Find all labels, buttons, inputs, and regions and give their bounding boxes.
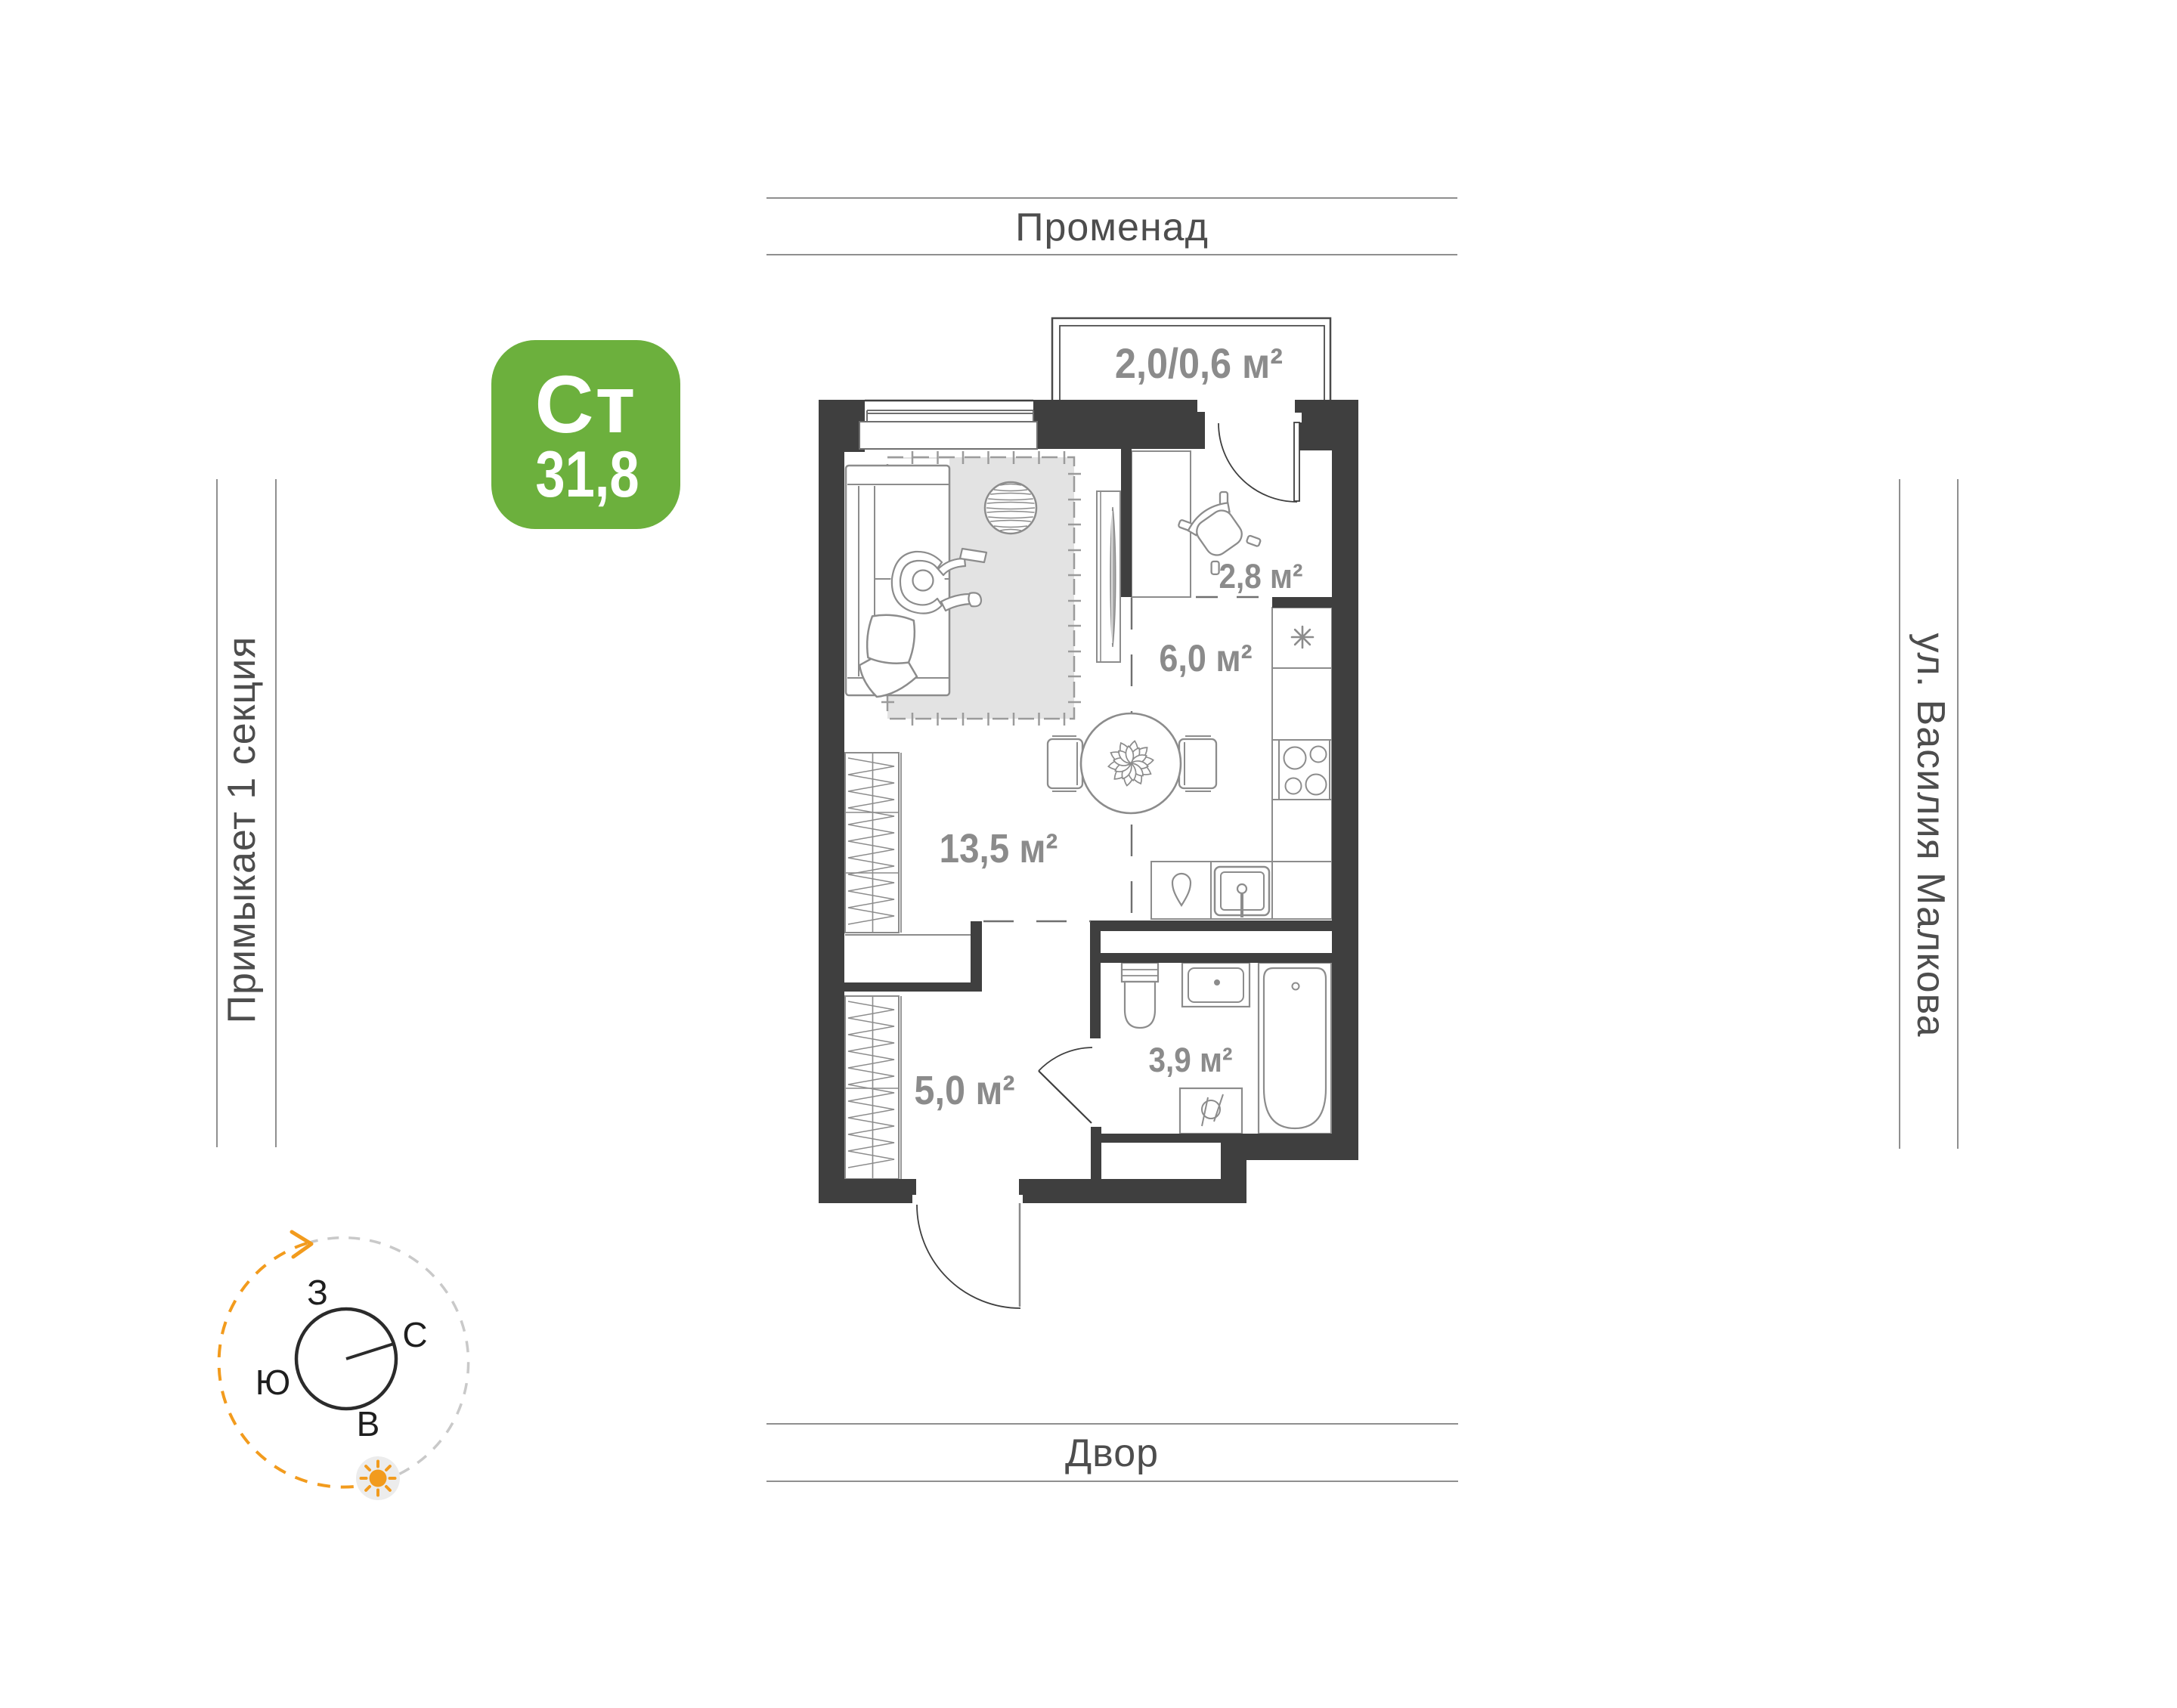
- svg-text:ул. Василия Малкова: ул. Василия Малкова: [1909, 633, 1952, 1037]
- svg-text:Променад: Променад: [1015, 206, 1209, 249]
- svg-text:Ю: Ю: [255, 1363, 290, 1402]
- svg-text:13,5 м²: 13,5 м²: [940, 825, 1058, 871]
- svg-text:В: В: [357, 1404, 380, 1443]
- svg-text:Ст: Ст: [535, 358, 637, 450]
- svg-text:З: З: [307, 1273, 328, 1312]
- svg-text:С: С: [402, 1315, 427, 1354]
- svg-text:3,9 м²: 3,9 м²: [1149, 1041, 1233, 1079]
- svg-text:5,0 м²: 5,0 м²: [914, 1067, 1014, 1113]
- svg-text:2,8 м²: 2,8 м²: [1219, 558, 1303, 596]
- svg-text:31,8: 31,8: [535, 438, 639, 510]
- svg-text:6,0 м²: 6,0 м²: [1159, 638, 1252, 680]
- svg-text:2,0/0,6 м²: 2,0/0,6 м²: [1115, 341, 1283, 388]
- svg-text:Примыкает 1 секция: Примыкает 1 секция: [220, 636, 264, 1024]
- svg-text:Двор: Двор: [1065, 1431, 1159, 1475]
